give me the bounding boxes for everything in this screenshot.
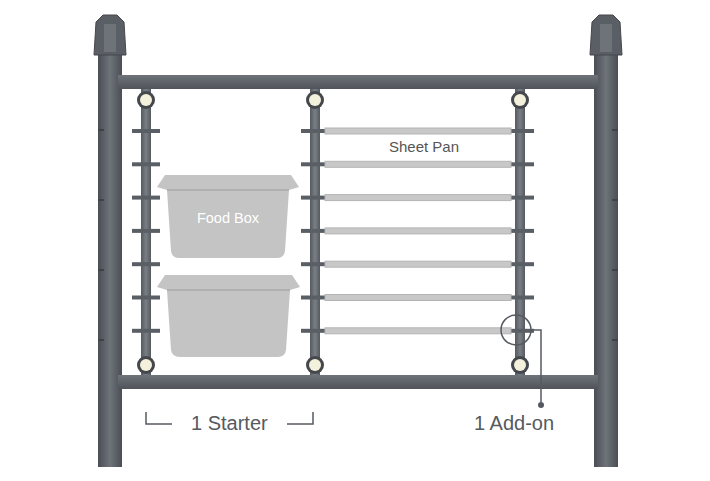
rail-cap — [309, 94, 321, 106]
bottom-beam — [118, 375, 598, 389]
shelf-rail — [132, 89, 534, 375]
food-box: Food Box — [155, 175, 301, 259]
sheet-pan — [325, 295, 511, 301]
top-beam — [118, 75, 598, 89]
rail-cap — [140, 94, 152, 106]
rail-tick — [132, 262, 160, 266]
rail-tick — [132, 196, 160, 200]
sheet-pan — [325, 328, 511, 334]
callout-label: 1 Add-on — [471, 412, 557, 435]
rail-cap — [309, 359, 321, 371]
sheet-pan — [325, 261, 511, 267]
rail-cap — [514, 359, 526, 371]
rail-tick — [132, 129, 160, 133]
rail-cap — [140, 359, 152, 371]
rail-cap — [137, 91, 155, 109]
rail-cap — [137, 356, 155, 374]
rail-cap — [514, 94, 526, 106]
box-label: Food Box — [155, 210, 301, 226]
callout-label: 1 Starter — [188, 412, 271, 435]
sheet-pan — [325, 161, 511, 167]
sheet-pan — [325, 228, 511, 234]
callout-leader — [501, 315, 544, 408]
sheet-pan — [325, 128, 511, 134]
rail-cap — [306, 356, 324, 374]
rail-cap — [306, 91, 324, 109]
rail-tick — [132, 329, 160, 333]
sheet-pan — [325, 128, 511, 334]
rail-tick — [132, 162, 160, 166]
food-box — [157, 275, 300, 357]
part-label: Sheet Pan — [386, 138, 462, 155]
rail-tick — [132, 296, 160, 300]
rail-cap — [511, 356, 529, 374]
rail-cap — [511, 91, 529, 109]
rail-tick — [132, 229, 160, 233]
sheet-pan — [325, 195, 511, 201]
